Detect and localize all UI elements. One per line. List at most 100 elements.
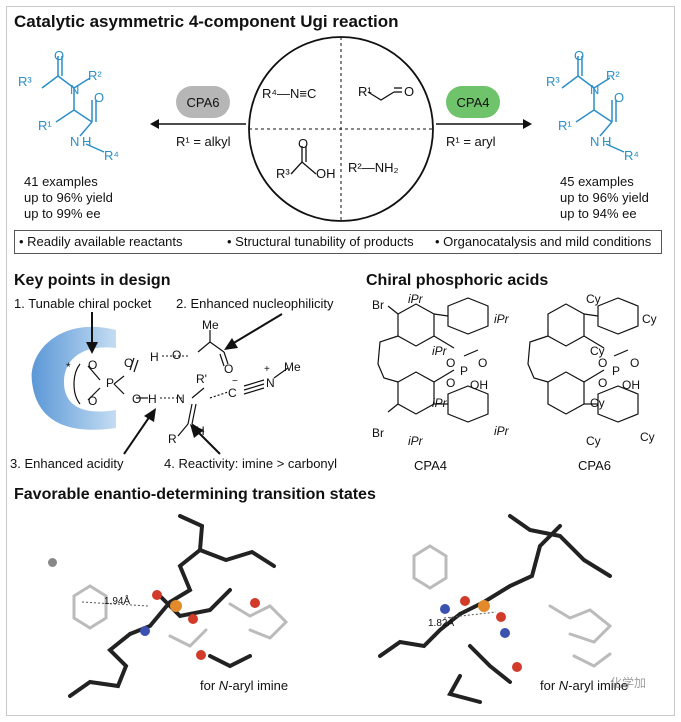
design-point-4: 4. Reactivity: imine > carbonyl bbox=[164, 456, 338, 471]
design-me1: Me bbox=[202, 318, 219, 332]
design-oh-o: O bbox=[132, 392, 142, 406]
cpa4-p: P bbox=[460, 364, 469, 378]
cpa6-cy-6: Cy bbox=[640, 430, 655, 444]
ts-right-caption-pre: for bbox=[540, 678, 559, 693]
cpa4-catalyst: CPA4 bbox=[446, 86, 500, 118]
amine-label: R²—NH₂ bbox=[348, 160, 399, 175]
design-scheme bbox=[31, 312, 289, 455]
right-h: H bbox=[602, 134, 612, 149]
design-point-3: 3. Enhanced acidity bbox=[10, 456, 124, 471]
design-point-1: 1. Tunable chiral pocket bbox=[14, 296, 152, 311]
cpa4-ipr-3: iPr bbox=[432, 344, 447, 358]
left-o2: O bbox=[94, 90, 105, 105]
ts-left-caption-post: -aryl imine bbox=[228, 678, 289, 693]
ts-left-oxygen-3 bbox=[250, 598, 260, 608]
ts-right-caption: for N-aryl imine bbox=[540, 678, 628, 693]
aldehyde-o-label: O bbox=[404, 84, 415, 99]
cpa6-cy-2: Cy bbox=[642, 312, 657, 326]
left-r4: R⁴ bbox=[104, 148, 119, 163]
acid-r-label: R³ bbox=[276, 166, 290, 181]
right-stat-examples: 45 examples bbox=[560, 174, 634, 189]
design-plus: + bbox=[264, 364, 270, 375]
right-stats: 45 examples up to 96% yield up to 94% ee bbox=[560, 174, 649, 222]
ts-right-caption-post: -aryl imine bbox=[568, 678, 629, 693]
cpa4-br-top: Br bbox=[372, 298, 384, 312]
ts-left-caption-pre: for bbox=[200, 678, 219, 693]
ts-right-distance: 1.82Å bbox=[428, 618, 455, 629]
cpa4-ipr-1: iPr bbox=[408, 292, 423, 306]
design-title: Key points in design bbox=[14, 272, 171, 289]
right-stat-ee: up to 94% ee bbox=[560, 206, 637, 221]
right-condition: R¹ = aryl bbox=[446, 134, 496, 149]
ts-right-oxygen-2 bbox=[496, 612, 506, 622]
ts-left-distance: 1.94Å bbox=[104, 596, 131, 607]
figure-title: Catalytic asymmetric 4-component Ugi rea… bbox=[14, 12, 399, 31]
cpa6-oh: OH bbox=[622, 378, 640, 392]
cpa6-o1: O bbox=[598, 356, 608, 370]
design-acid-o: O bbox=[172, 348, 182, 362]
design-o-top: O bbox=[88, 358, 98, 372]
ts-left-caption-italic: N bbox=[218, 678, 229, 693]
ts-right-oxygen-3 bbox=[512, 662, 522, 672]
cpa4-oh: OH bbox=[470, 378, 488, 392]
reactant-circle bbox=[248, 36, 434, 222]
right-o1: O bbox=[574, 48, 585, 63]
cpa6-cy-5: Cy bbox=[586, 434, 601, 448]
design-c: C bbox=[228, 386, 237, 400]
ts-title: Favorable enantio-determining transition… bbox=[14, 486, 376, 503]
design-h3: H bbox=[196, 424, 205, 438]
right-r4: R⁴ bbox=[624, 148, 639, 163]
left-nh: N bbox=[70, 134, 80, 149]
right-o2: O bbox=[614, 90, 625, 105]
feature-reactants: • Readily available reactants bbox=[19, 234, 183, 249]
cpa6-structure bbox=[527, 297, 639, 423]
design-h1: H bbox=[148, 392, 157, 406]
acid-o-label: O bbox=[298, 136, 309, 151]
cpa4-ipr-6: iPr bbox=[494, 424, 509, 438]
left-stat-examples: 41 examples bbox=[24, 174, 98, 189]
right-n: N bbox=[590, 82, 600, 97]
cpa4-label: CPA4 bbox=[414, 458, 447, 473]
cpa4-br-bottom: Br bbox=[372, 426, 384, 440]
left-h: H bbox=[82, 134, 92, 149]
right-r1: R¹ bbox=[558, 118, 572, 133]
ts-right-nitrogen-1 bbox=[440, 604, 450, 614]
cpa4-o3: O bbox=[478, 356, 488, 370]
left-o1: O bbox=[54, 48, 65, 63]
design-me2: Me bbox=[284, 360, 301, 374]
design-n2: N bbox=[266, 376, 275, 390]
left-stats: 41 examples up to 96% yield up to 99% ee bbox=[24, 174, 113, 222]
design-r: R bbox=[168, 432, 177, 446]
left-arrow bbox=[150, 119, 246, 129]
cpa4-o2: O bbox=[446, 376, 456, 390]
design-n: N bbox=[176, 392, 185, 406]
right-stat-yield: up to 96% yield bbox=[560, 190, 649, 205]
acid-oh-label: OH bbox=[316, 166, 336, 181]
left-condition: R¹ = alkyl bbox=[176, 134, 231, 149]
cpa6-o3: O bbox=[630, 356, 640, 370]
ts-right-phosphorus bbox=[478, 600, 490, 612]
ts-left-oxygen-1 bbox=[152, 590, 162, 600]
cpa6-label: CPA6 bbox=[578, 458, 611, 473]
feature-tunability: • Structural tunability of products bbox=[227, 234, 414, 249]
ts-right-caption-italic: N bbox=[558, 678, 569, 693]
ts-left-oxygen-2 bbox=[188, 614, 198, 624]
ts-left-caption: for N-aryl imine bbox=[200, 678, 288, 693]
acids-title: Chiral phosphoric acids bbox=[366, 272, 549, 289]
design-acid-o2: O bbox=[224, 362, 234, 376]
ts-right-oxygen-1 bbox=[460, 596, 470, 606]
features-bar: • Readily available reactants • Structur… bbox=[14, 230, 662, 254]
right-nh: N bbox=[590, 134, 600, 149]
cpa6-p: P bbox=[612, 364, 621, 378]
design-o-bottom: O bbox=[88, 394, 98, 408]
right-r2: R² bbox=[606, 68, 620, 83]
design-r-prime: R' bbox=[196, 372, 207, 386]
aldehyde-r-label: R¹ bbox=[358, 84, 372, 99]
left-r2: R² bbox=[88, 68, 102, 83]
cpa6-catalyst: CPA6 bbox=[176, 86, 230, 118]
cpa6-cy-1: Cy bbox=[586, 292, 601, 306]
ts-left-phosphorus bbox=[170, 600, 182, 612]
feature-organocatalysis: • Organocatalysis and mild conditions bbox=[435, 234, 652, 249]
cpa4-structure bbox=[377, 297, 489, 423]
